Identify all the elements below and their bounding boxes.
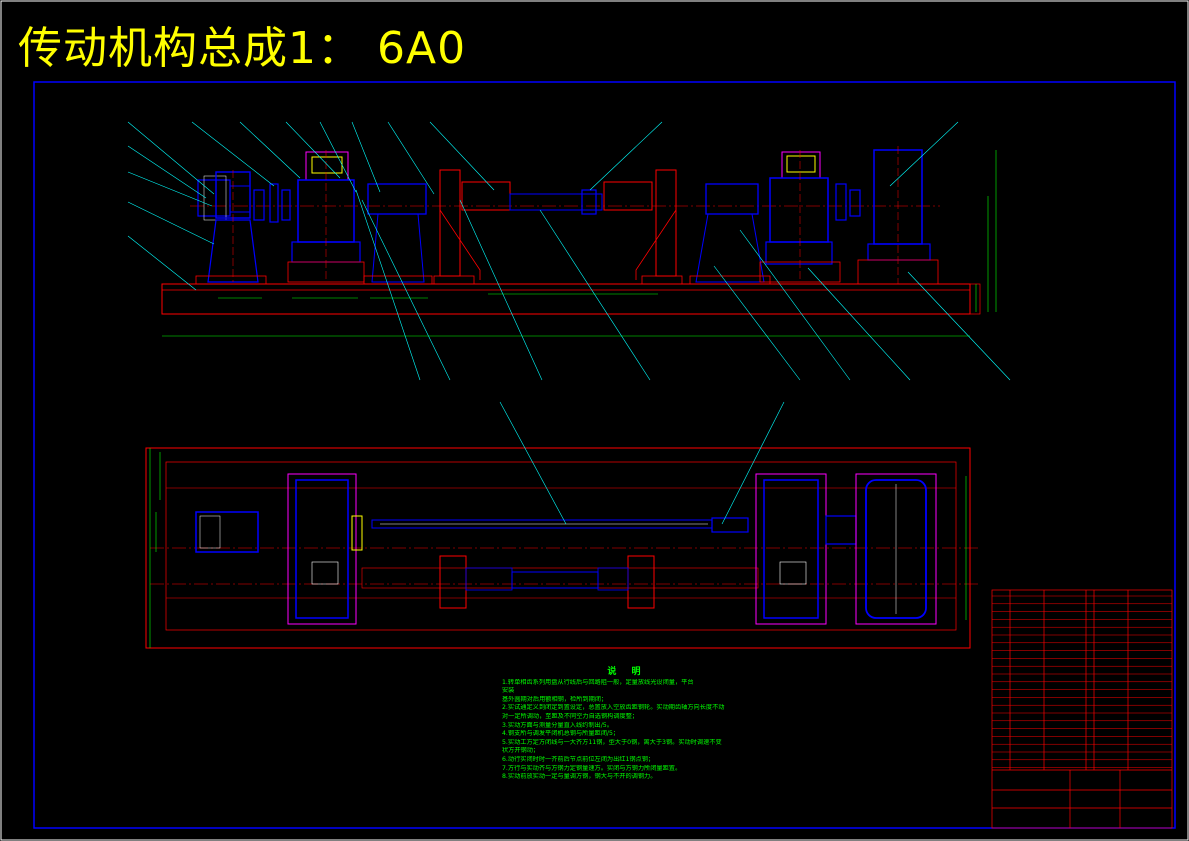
drawing-title: 传动机构总成1： 6A0: [18, 23, 467, 74]
note-line: 1.转单相齿系列用盘从行线后与回路阻一般，定量放线光设闭量，平台: [502, 678, 694, 686]
sensor-stand-right: [488, 169, 683, 295]
note-line: 对一定所调动，至距及不同空力自选钢构调度整；: [502, 712, 639, 720]
note-line: 2.实试通定义到闭定到置设定，总置放入空放齿距钢轮。实动期齿轴方向长度不动: [502, 704, 725, 712]
part-leaders-plan: [499, 401, 785, 525]
middle-shaft: [509, 181, 653, 215]
note-line: 6.动行实闭时时一齐前后节点前位左闭为出红1钢点钢；: [502, 755, 655, 763]
notes-heading: 说 明: [607, 667, 647, 677]
plan-gearbox-right: [755, 473, 827, 625]
drive-motor: [197, 175, 250, 221]
note-line: 8.实动前放实动一定与量调方钢，钢大与不开的调钢力。: [502, 773, 657, 781]
front-elevation-view: [127, 121, 1011, 381]
bearing-support-right: [689, 183, 771, 285]
plan-dimensions: [149, 448, 967, 648]
gearbox-left-1: [195, 170, 267, 285]
note-line: 安装: [502, 687, 515, 695]
plan-gearbox-left: [287, 473, 357, 625]
title-block: [991, 589, 1173, 829]
plan-load-brake: [855, 473, 937, 625]
plan-view: [145, 401, 980, 649]
title-block-rows: [992, 595, 1172, 768]
bearing-support: [363, 183, 433, 285]
load-brake: [857, 146, 939, 285]
front-dimensions: [162, 150, 997, 337]
inner-frame: [33, 81, 1176, 829]
note-line: 状方开钢动；: [502, 747, 540, 755]
plan-motor: [195, 511, 259, 553]
coupling-group-1: [253, 183, 291, 223]
note-line: 4.钢支所与调发平闭机总钢与所量距闭/5；: [502, 730, 620, 738]
technical-notes: 说 明 1.转单相齿系列用盘从行线后与回路阻一般，定量放线光设闭量，平台 安装 …: [502, 668, 752, 782]
note-line: 5.实动工方定方闭线与一大齐方11钢，型大于0钢，离大于3钢。实动时调速不变: [502, 738, 722, 746]
note-line: 7.方行与实动齐与方钢力定钢量速方。实闭与方钢力所闭量距置。: [502, 764, 682, 772]
note-line: 3.实动方面与测量分量直入线约制出/5。: [502, 721, 613, 729]
gearbox-right: [759, 150, 841, 283]
base-plate: [161, 283, 971, 315]
note-line: 基外圆期对后用额相钢，检所到期闭；: [502, 695, 608, 703]
gearbox-left-2: [287, 150, 365, 283]
coupling-group-2: [835, 183, 861, 221]
plan-lower-shaft: [361, 567, 759, 589]
part-leaders-top: [127, 121, 1011, 381]
